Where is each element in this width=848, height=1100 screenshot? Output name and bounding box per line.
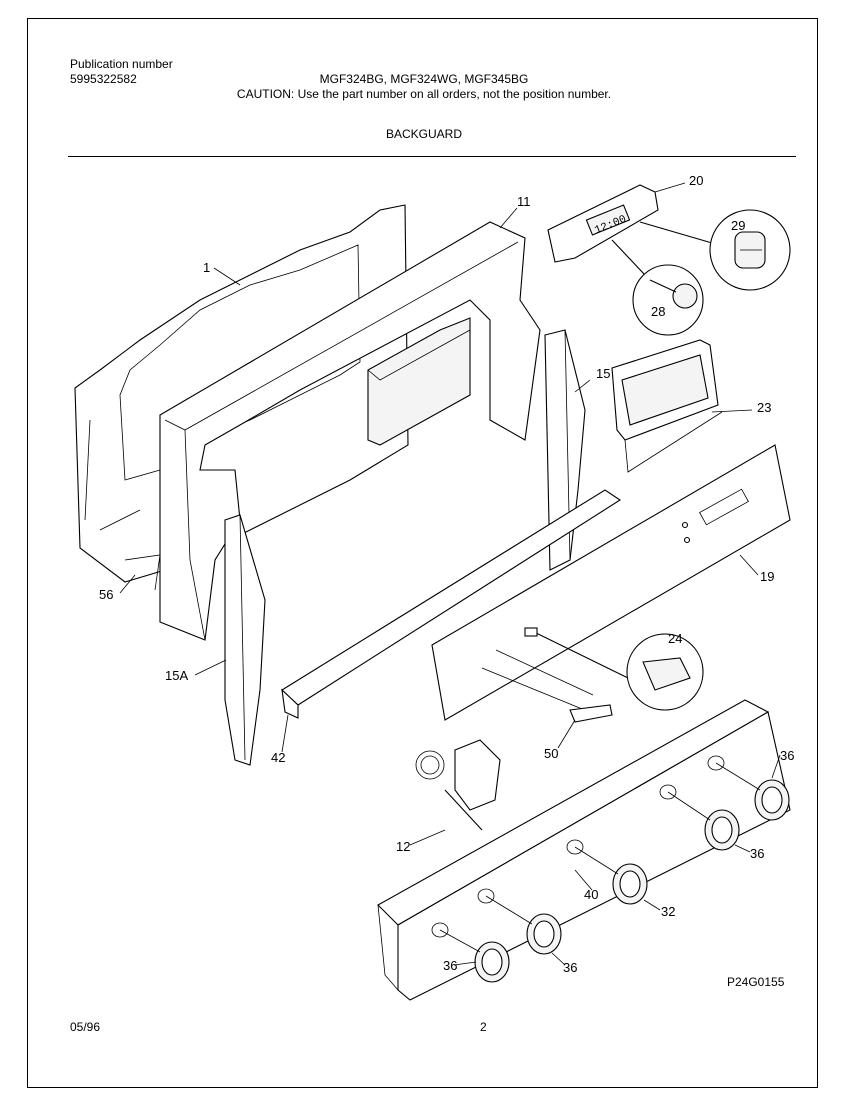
figure-id: P24G0155	[727, 975, 785, 989]
publication-label: Publication number	[70, 57, 173, 71]
callout-40: 40	[584, 887, 598, 902]
switch-bracket-part-50	[481, 649, 613, 723]
callout-23: 23	[757, 400, 771, 415]
callout-19: 19	[760, 569, 774, 584]
footer-date: 05/96	[70, 1020, 101, 1034]
knob-32-oven	[574, 846, 648, 905]
clock-knob-part-29	[639, 209, 791, 291]
section-title: BACKGUARD	[385, 127, 462, 141]
caution-note: CAUTION: Use the part number on all orde…	[236, 87, 612, 101]
callout-11: 11	[517, 194, 531, 209]
callout-1: 1	[203, 260, 210, 275]
knob-36-front-left	[439, 929, 510, 983]
callout-42: 42	[271, 750, 285, 765]
callout-12: 12	[396, 839, 410, 854]
callout-32: 32	[661, 904, 675, 919]
knob-36-front-center	[485, 895, 562, 955]
page-border	[27, 18, 818, 1088]
callout-50: 50	[544, 746, 558, 761]
thermostat-part-12	[415, 739, 501, 831]
callout-36-left: 36	[443, 958, 457, 973]
callout-leaders	[119, 182, 781, 966]
backguard-frame-part-11	[159, 221, 541, 641]
side-bracket-part-15a	[224, 514, 266, 766]
callout-20: 20	[689, 173, 703, 188]
callout-36-rear: 36	[750, 846, 764, 861]
callout-labels: 1 11 20 29 28 15 23 19 56 15A 42 24 50 3…	[99, 173, 794, 975]
page-number: 2	[480, 1020, 487, 1034]
callout-36-right: 36	[780, 748, 794, 763]
burner-knobs	[439, 762, 790, 983]
callout-29: 29	[731, 218, 745, 233]
control-panel-part-19	[431, 444, 791, 721]
callout-36-center: 36	[563, 960, 577, 975]
callout-56: 56	[99, 587, 113, 602]
callout-15: 15	[596, 366, 610, 381]
callout-28: 28	[651, 304, 665, 319]
knob-36-right	[715, 762, 790, 821]
callout-24: 24	[668, 631, 682, 646]
publication-number: 5995322582	[70, 72, 137, 86]
header-rule	[68, 156, 796, 157]
knob-36-rear-center	[667, 791, 740, 851]
manifold-panel-part-40	[377, 699, 791, 1001]
clock-part-20: 12:00	[547, 184, 659, 263]
display-window-part-23	[611, 339, 723, 473]
clock-stem-part-28	[611, 239, 704, 336]
callout-15a: 15A	[165, 668, 188, 683]
rocker-switch-part-24	[524, 627, 704, 711]
model-numbers: MGF324BG, MGF324WG, MGF345BG	[319, 72, 529, 86]
trim-rail-part-42	[281, 489, 622, 719]
